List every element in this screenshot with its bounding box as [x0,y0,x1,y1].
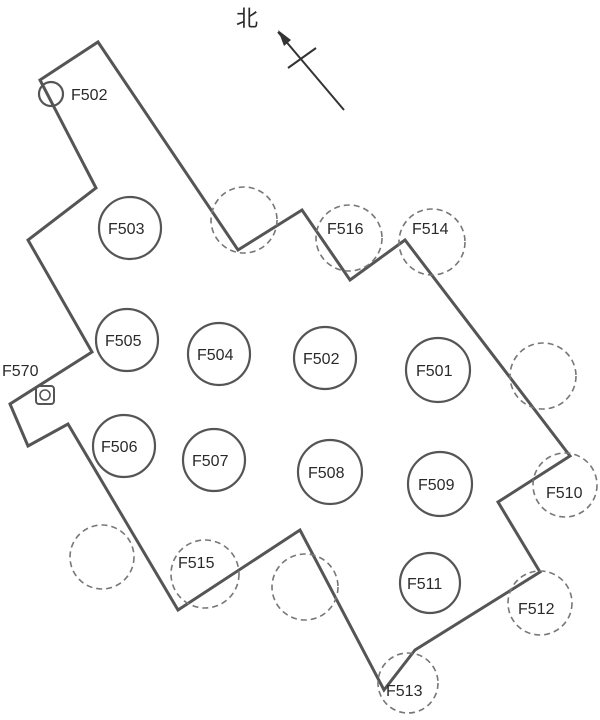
post-hole-f502 [292,325,358,391]
label-f570: F570 [2,363,39,380]
dashed-post-hole [210,186,278,254]
post-hole-f502-top [37,80,65,108]
label-f509: F509 [418,477,455,494]
post-hole-f503 [97,195,163,261]
post-hole-f505 [94,307,160,373]
dashed-post-hole [398,208,466,276]
pit-f570-inner [39,389,51,401]
post-hole-f504 [186,321,252,387]
label-f516: F516 [327,221,364,238]
post-hole-f506 [91,413,157,479]
label-f511: F511 [407,576,442,593]
label-f504: F504 [197,347,234,364]
north-label: 北 [236,7,258,32]
post-hole-f509 [406,450,474,518]
label-f505: F505 [105,333,142,350]
label-f512: F512 [518,601,555,618]
north-arrow: 北 [236,7,345,111]
pit-f570 [35,385,55,405]
label-f513: F513 [386,683,423,700]
label-f514: F514 [412,221,449,238]
label-f503: F503 [108,221,145,238]
north-arrow-head [278,30,291,46]
foundation-outline [8,39,573,693]
post-hole-f507 [181,427,247,493]
post-hole-f508 [296,438,364,506]
dashed-post-hole [271,553,339,621]
label-f506: F506 [101,439,138,456]
north-arrow-shaft [277,31,345,111]
post-hole-f501 [404,336,472,404]
dashed-post-hole [170,539,240,609]
label-f508: F508 [308,465,345,482]
label-f510: F510 [546,485,583,502]
dashed-post-hole [507,570,573,636]
dashed-post-hole [532,452,598,518]
dashed-post-hole [377,652,439,714]
label-f502: F502 [303,351,340,368]
label-f501: F501 [416,363,453,380]
label-f515: F515 [178,555,215,572]
north-arrow-crossbar [287,47,317,69]
dashed-post-hole [509,342,577,410]
dashed-post-hole [69,524,135,590]
label-f507: F507 [192,453,229,470]
label-f502-top: F502 [71,87,108,104]
dashed-post-hole [315,204,383,272]
post-hole-f511 [398,551,462,615]
